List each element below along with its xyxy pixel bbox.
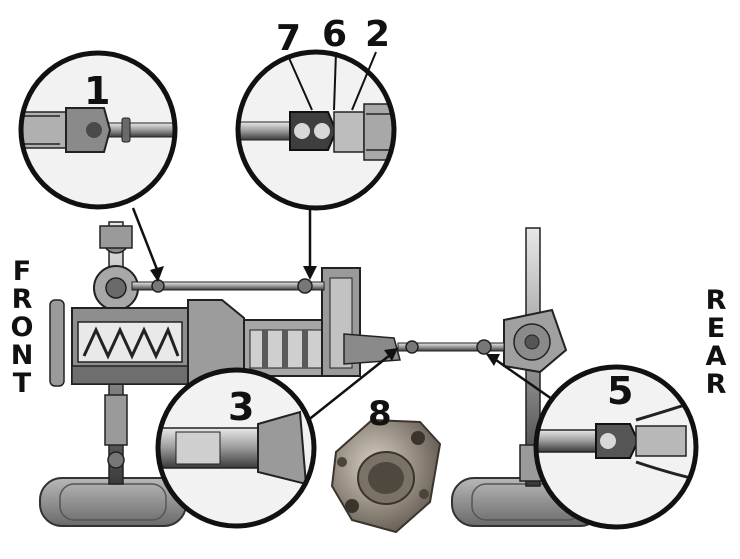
zoom-circle-7-6-2 — [235, 49, 397, 211]
front-label-letter: N — [10, 340, 34, 371]
transfer-case — [321, 267, 401, 377]
front-driveshaft — [131, 278, 325, 294]
callout-6: 6 — [322, 14, 347, 55]
front-label-letter: F — [12, 256, 32, 287]
front-label-letter: T — [12, 368, 32, 399]
rear-label-letter: R — [705, 285, 727, 316]
rear-label-letter: A — [705, 341, 727, 372]
callout-5: 5 — [607, 369, 633, 413]
front-tire — [39, 477, 187, 527]
rear-driveshaft — [397, 339, 505, 355]
front-axle — [93, 221, 139, 485]
zoom-circle-1 — [18, 50, 178, 210]
rear-label-letter: R — [705, 369, 727, 400]
callout-7: 7 — [276, 18, 301, 59]
callout-8: 8 — [368, 394, 392, 434]
front-label-letter: O — [10, 312, 34, 343]
callout-3: 3 — [228, 385, 254, 429]
yoke-part-image — [330, 418, 442, 534]
zoom-circle-5 — [533, 364, 699, 530]
callout-2: 2 — [365, 14, 390, 55]
callout-1: 1 — [84, 69, 110, 113]
rear-label-letter: E — [706, 313, 726, 344]
zoom-circle-3 — [155, 367, 317, 529]
engine — [49, 299, 245, 389]
front-label-letter: R — [11, 284, 33, 315]
